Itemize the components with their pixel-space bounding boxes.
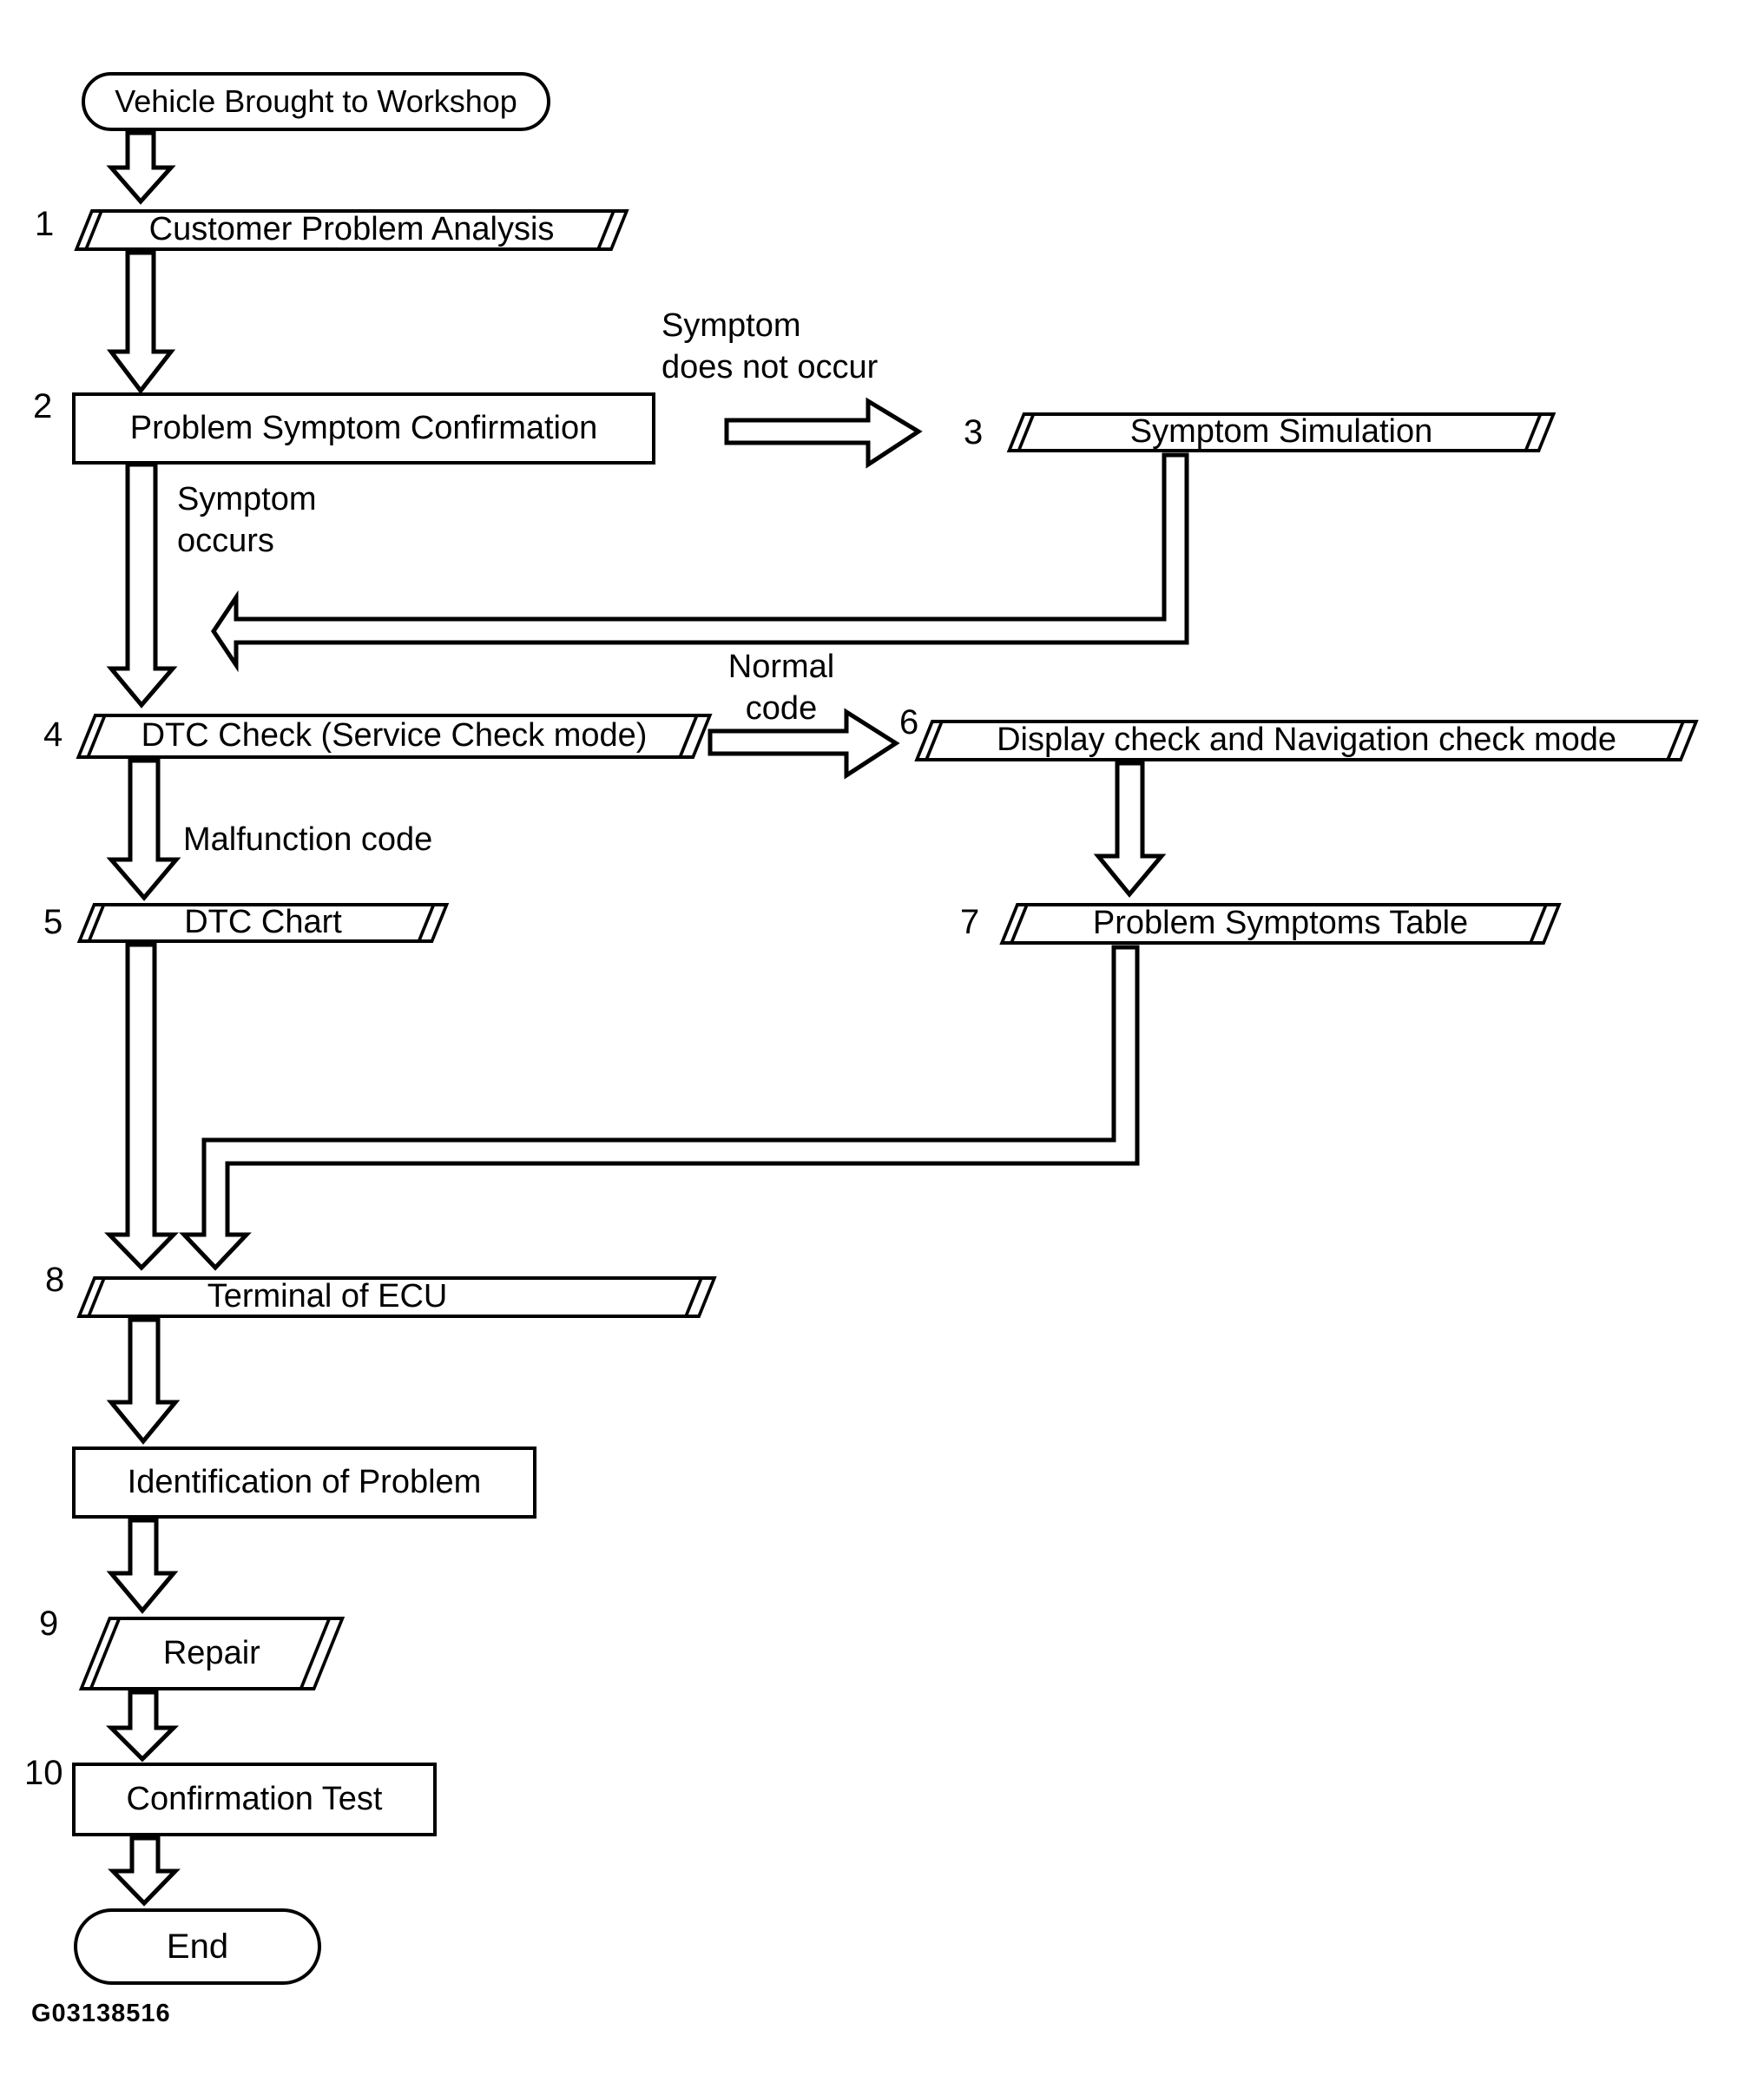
node-confirmation-test: Confirmation Test bbox=[72, 1763, 437, 1836]
arrow-3-return bbox=[210, 452, 1189, 673]
arrow-1-to-2 bbox=[106, 250, 176, 395]
node-customer-problem-analysis: Customer Problem Analysis bbox=[74, 209, 629, 251]
arrow-4-to-5 bbox=[106, 758, 181, 901]
arrow-5-to-8 bbox=[104, 942, 179, 1271]
node-number-5: 5 bbox=[43, 903, 63, 941]
node-number-8: 8 bbox=[45, 1261, 65, 1299]
node-customer-problem-analysis-label: Customer Problem Analysis bbox=[148, 211, 555, 248]
edge-label-malfunction-code: Malfunction code bbox=[183, 821, 433, 858]
node-dtc-chart: DTC Chart bbox=[76, 903, 450, 943]
node-identification-of-problem-label: Identification of Problem bbox=[127, 1463, 482, 1500]
figure-code: G03138516 bbox=[31, 2000, 171, 2027]
arrow-7-to-8 bbox=[179, 945, 1140, 1271]
arrow-9-to-10 bbox=[105, 1690, 180, 1763]
node-number-2: 2 bbox=[33, 387, 53, 425]
arrow-10-to-end bbox=[108, 1835, 181, 1907]
arrow-start-to-1 bbox=[106, 130, 176, 205]
node-number-9: 9 bbox=[39, 1605, 59, 1643]
edge-label-symptom-does-not-occur: Symptom does not occur bbox=[662, 307, 879, 386]
arrow-2-to-4 bbox=[106, 462, 178, 708]
node-number-1: 1 bbox=[35, 205, 55, 243]
node-repair: Repair bbox=[78, 1617, 346, 1690]
edge-label-normal-code: Normal code bbox=[727, 649, 835, 727]
node-end: End bbox=[74, 1908, 321, 1985]
node-dtc-check-label: DTC Check (Service Check mode) bbox=[141, 717, 648, 755]
node-number-4: 4 bbox=[43, 715, 63, 754]
node-display-check-label: Display check and Navigation check mode bbox=[997, 722, 1616, 759]
node-symptom-simulation: Symptom Simulation bbox=[1006, 412, 1557, 452]
arrow-8-to-identification bbox=[106, 1317, 181, 1445]
node-terminal-of-ecu: Terminal of ECU bbox=[76, 1276, 717, 1318]
node-terminal-of-ecu-label: Terminal of ECU bbox=[207, 1278, 448, 1315]
arrow-4-to-6 bbox=[708, 708, 900, 780]
node-confirmation-test-label: Confirmation Test bbox=[126, 1780, 383, 1817]
arrow-6-to-7 bbox=[1093, 761, 1167, 898]
node-start-label: Vehicle Brought to Workshop bbox=[115, 83, 517, 120]
node-dtc-check: DTC Check (Service Check mode) bbox=[76, 714, 713, 759]
node-end-label: End bbox=[166, 1928, 229, 1966]
node-number-7: 7 bbox=[960, 903, 980, 941]
node-number-3: 3 bbox=[964, 413, 984, 451]
node-start: Vehicle Brought to Workshop bbox=[82, 72, 550, 131]
node-number-10: 10 bbox=[24, 1754, 63, 1792]
arrow-2-to-3 bbox=[724, 397, 923, 469]
node-repair-label: Repair bbox=[163, 1634, 260, 1671]
node-problem-symptom-confirmation: Problem Symptom Confirmation bbox=[72, 392, 655, 465]
node-symptom-simulation-label: Symptom Simulation bbox=[1129, 413, 1433, 451]
node-identification-of-problem: Identification of Problem bbox=[72, 1446, 536, 1519]
node-number-6: 6 bbox=[899, 703, 919, 741]
node-problem-symptoms-table: Problem Symptoms Table bbox=[999, 903, 1562, 945]
node-dtc-chart-label: DTC Chart bbox=[184, 904, 342, 941]
arrow-identification-to-9 bbox=[106, 1518, 179, 1614]
node-problem-symptom-confirmation-label: Problem Symptom Confirmation bbox=[129, 409, 598, 446]
node-display-check: Display check and Navigation check mode bbox=[914, 720, 1699, 761]
edge-label-symptom-occurs: Symptom occurs bbox=[177, 481, 317, 559]
node-problem-symptoms-table-label: Problem Symptoms Table bbox=[1092, 905, 1469, 942]
